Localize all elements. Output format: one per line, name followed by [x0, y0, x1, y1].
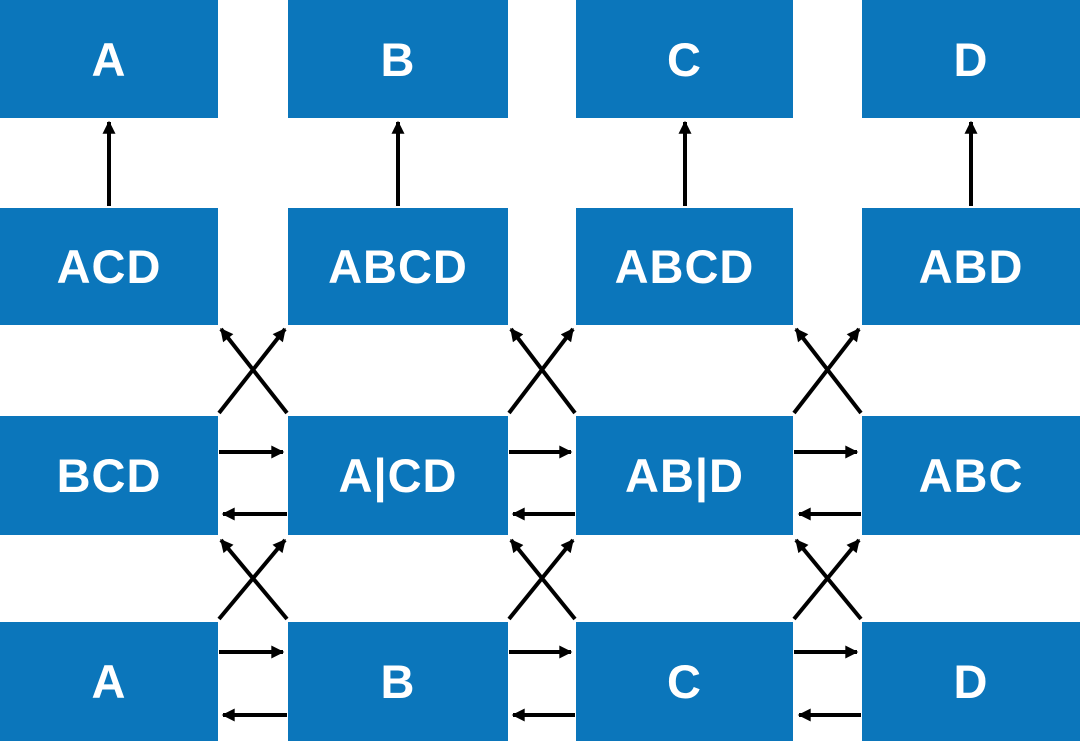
node-r2c3-abcd: ABCD [576, 208, 793, 325]
node-r4c2-input-b: B [288, 622, 508, 741]
arrow-r4c4-to-r3c3 [794, 538, 863, 621]
node-r4c1-input-a: A [0, 622, 218, 741]
node-r4c3-input-c: C [576, 622, 793, 741]
node-r1c1-output-a: A [0, 0, 218, 118]
arrow-r3c4-to-r2c3 [794, 327, 863, 415]
arrow-r4c3-to-r3c4 [792, 538, 861, 621]
arrow-r4c2-to-r3c1 [219, 538, 289, 621]
node-r3c1-bcd: BCD [0, 416, 218, 535]
arrow-r4c3-to-r3c2 [509, 538, 577, 621]
arrow-r4c2-to-r3c3 [507, 538, 575, 621]
node-r3c3-ab-d: AB|D [576, 416, 793, 535]
arrow-r3c2-to-r2c3 [507, 327, 575, 415]
arrow-r4c1-to-r3c2 [217, 538, 287, 621]
node-r2c4-abd: ABD [862, 208, 1080, 325]
arrow-r3c3-to-r2c4 [792, 327, 861, 415]
node-r1c3-output-c: C [576, 0, 793, 118]
arrow-r3c2-to-r2c1 [219, 327, 289, 415]
node-r2c2-abcd: ABCD [288, 208, 508, 325]
arrow-r3c3-to-r2c2 [509, 327, 577, 415]
node-r3c4-abc: ABC [862, 416, 1080, 535]
node-r1c2-output-b: B [288, 0, 508, 118]
node-r2c1-acd: ACD [0, 208, 218, 325]
arrow-r3c1-to-r2c2 [217, 327, 287, 415]
node-r1c4-output-d: D [862, 0, 1080, 118]
node-r3c2-a-cd: A|CD [288, 416, 508, 535]
node-r4c4-input-d: D [862, 622, 1080, 741]
